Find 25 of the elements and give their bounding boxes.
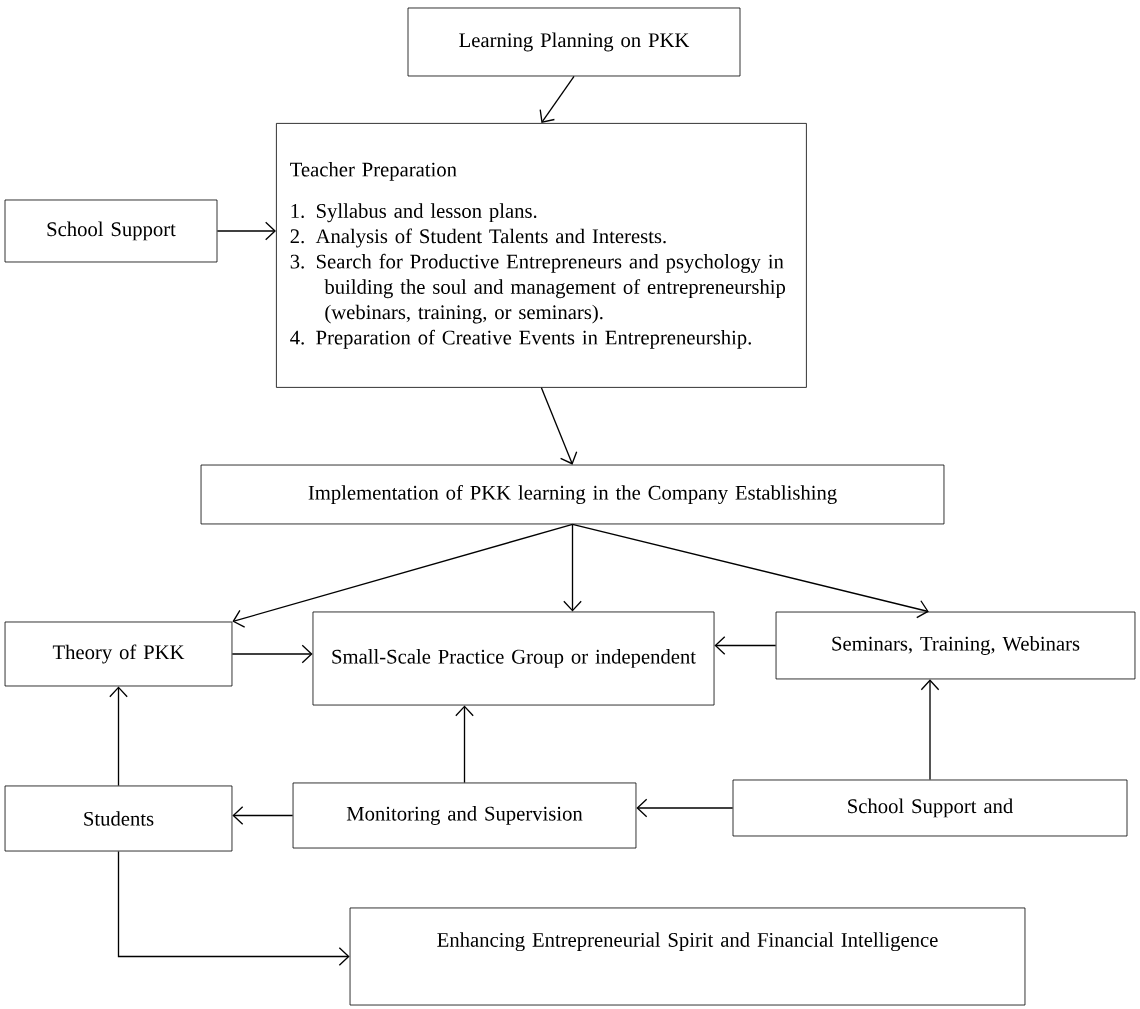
arrow [714,636,777,655]
process-box: Students [4,785,233,852]
process-box: Seminars, Training, Webinars [775,611,1136,680]
process-box: Learning Planning on PKK [407,7,741,77]
arrow [540,387,578,465]
process-box: School Support [4,199,218,263]
arrow [455,705,474,784]
process-box: Enhancing Entrepreneurial Spirit and Financial Intelligence [349,907,1026,1006]
arrow [117,850,350,966]
arrow [920,679,940,781]
arrow [232,523,574,628]
process-box: Small-Scale Practice Group or independent [312,611,715,706]
process-box: Monitoring and Supervision [292,782,637,849]
arrow [539,75,575,123]
arrow [636,798,734,818]
arrow [231,644,313,664]
arrow [109,686,128,787]
arrow [571,523,929,619]
arrow [232,806,294,825]
process-box: School Support and [732,779,1128,837]
list-box: Teacher Preparation 1. Syllabus and lesson plans. 2. Analysis of Student Talents and Interests. 3. Search for Productive Entrepreneurs and psychology in building the soul and management of entrepreneurship (webinars, training, or seminars). 4. Preparation of Creative Events in Entrepreneurship. [276,123,807,388]
arrow [216,221,276,241]
process-box: Implementation of PKK learning in the Company Establishing [200,464,945,525]
arrow [563,523,582,612]
process-box: Theory of PKK [4,621,233,687]
